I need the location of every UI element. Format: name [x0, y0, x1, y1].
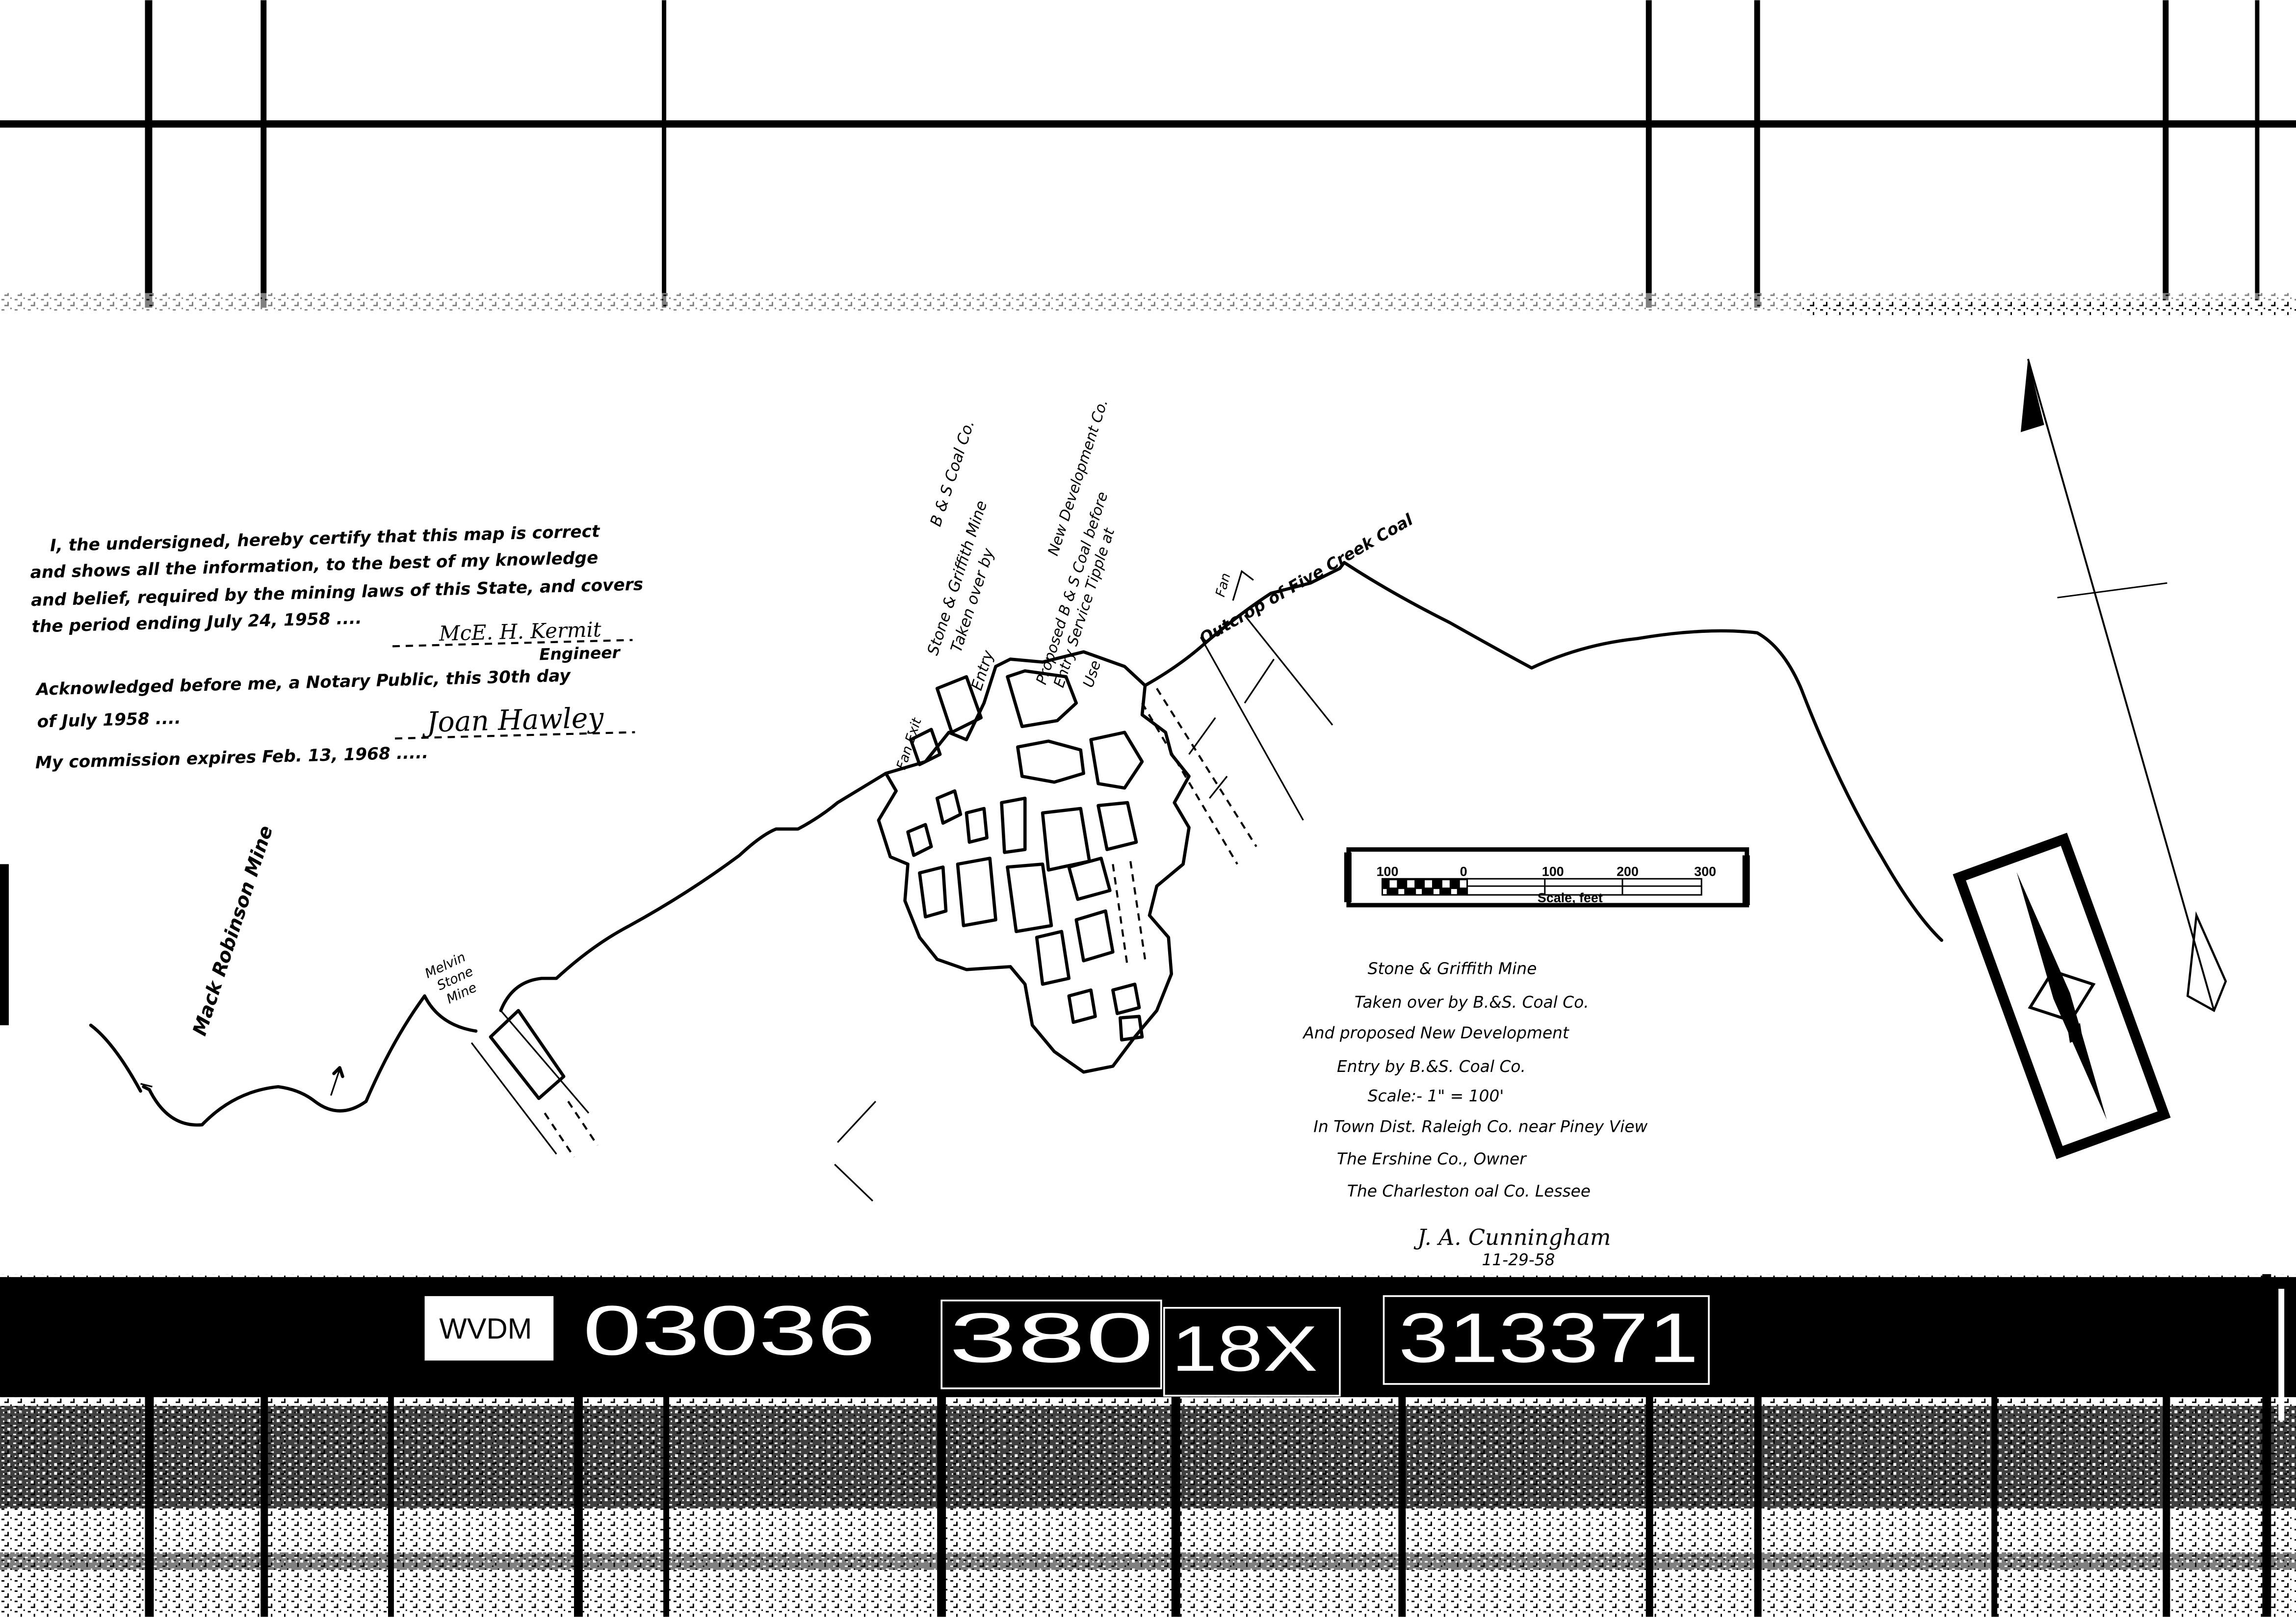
agency-label: WVDM	[439, 1312, 532, 1345]
scale-bar: 100 0 100 200 300 Scale, feet	[1344, 847, 1750, 908]
melvin-stone-mine-workings	[470, 1009, 599, 1158]
map-labels: Mack Robinson Mine Melvin Stone Mine Sto…	[189, 397, 1416, 1038]
stray-mark	[834, 1164, 874, 1202]
film-code: 380	[949, 1299, 1154, 1377]
notary-line: Acknowledged before me, a Notary Public,…	[34, 666, 572, 700]
compass-rose-box: N	[1953, 833, 2171, 1159]
signature-date: 11-29-58	[1482, 1251, 1555, 1269]
outcrop-line	[89, 561, 1943, 1127]
notary-date: of July 1958 ....	[37, 708, 181, 732]
legend-line: Scale:- 1" = 100'	[1368, 1087, 1504, 1105]
stone-griffith-mine-workings	[877, 570, 1333, 1074]
certificate-block: I, the undersigned, hereby certify that …	[30, 522, 643, 773]
scale-tick-label: 0	[1460, 864, 1467, 879]
notary-signature: Joan Hawley	[421, 702, 604, 739]
certificate-line: the period ending July 24, 1958 ....	[31, 608, 362, 637]
legend-line: The Ershine Co., Owner	[1337, 1149, 1527, 1168]
legend-line: In Town Dist. Raleigh Co. near Piney Vie…	[1313, 1118, 1647, 1136]
top-grid	[0, 0, 2296, 315]
label-proposed-4: Use	[1080, 658, 1105, 690]
legend-line: And proposed New Development	[1302, 1024, 1569, 1043]
film-code: 18X	[1172, 1312, 1318, 1384]
engineer-signature: McE. H. Kermit	[438, 617, 601, 646]
scale-tick-label: 100	[1377, 864, 1399, 879]
scale-tick-label: 300	[1694, 864, 1716, 879]
engineer-label: Engineer	[539, 643, 621, 664]
legend-line: Entry by B.&S. Coal Co.	[1337, 1057, 1526, 1076]
stray-mark	[837, 1100, 877, 1143]
film-code: 03036	[583, 1291, 876, 1370]
left-edge-mark	[0, 864, 9, 1025]
legend-line: Taken over by B.&S. Coal Co.	[1355, 993, 1589, 1012]
surveyor-signature: J. A. Cunningham	[1413, 1224, 1611, 1250]
legend-line: Stone & Griffith Mine	[1368, 959, 1537, 978]
label-fan: Fan	[1213, 572, 1234, 599]
label-mack-robinson-mine: Mack Robinson Mine	[189, 823, 278, 1039]
film-code: 313371	[1398, 1299, 1698, 1377]
title-block: Stone & Griffith Mine Taken over by B.&S…	[1302, 959, 1647, 1269]
scale-tick-label: 200	[1617, 864, 1639, 879]
legend-line: The Charleston oal Co. Lessee	[1347, 1182, 1591, 1200]
north-arrow	[2020, 359, 2227, 1013]
scale-tick-label: 100	[1542, 864, 1564, 879]
agency-label-box	[424, 1296, 554, 1361]
scale-label: Scale, feet	[1538, 890, 1603, 905]
commission-line: My commission expires Feb. 13, 1968 ....…	[35, 743, 428, 773]
film-strip: WVDM 03036 380 18X 313371	[0, 1274, 2296, 1617]
